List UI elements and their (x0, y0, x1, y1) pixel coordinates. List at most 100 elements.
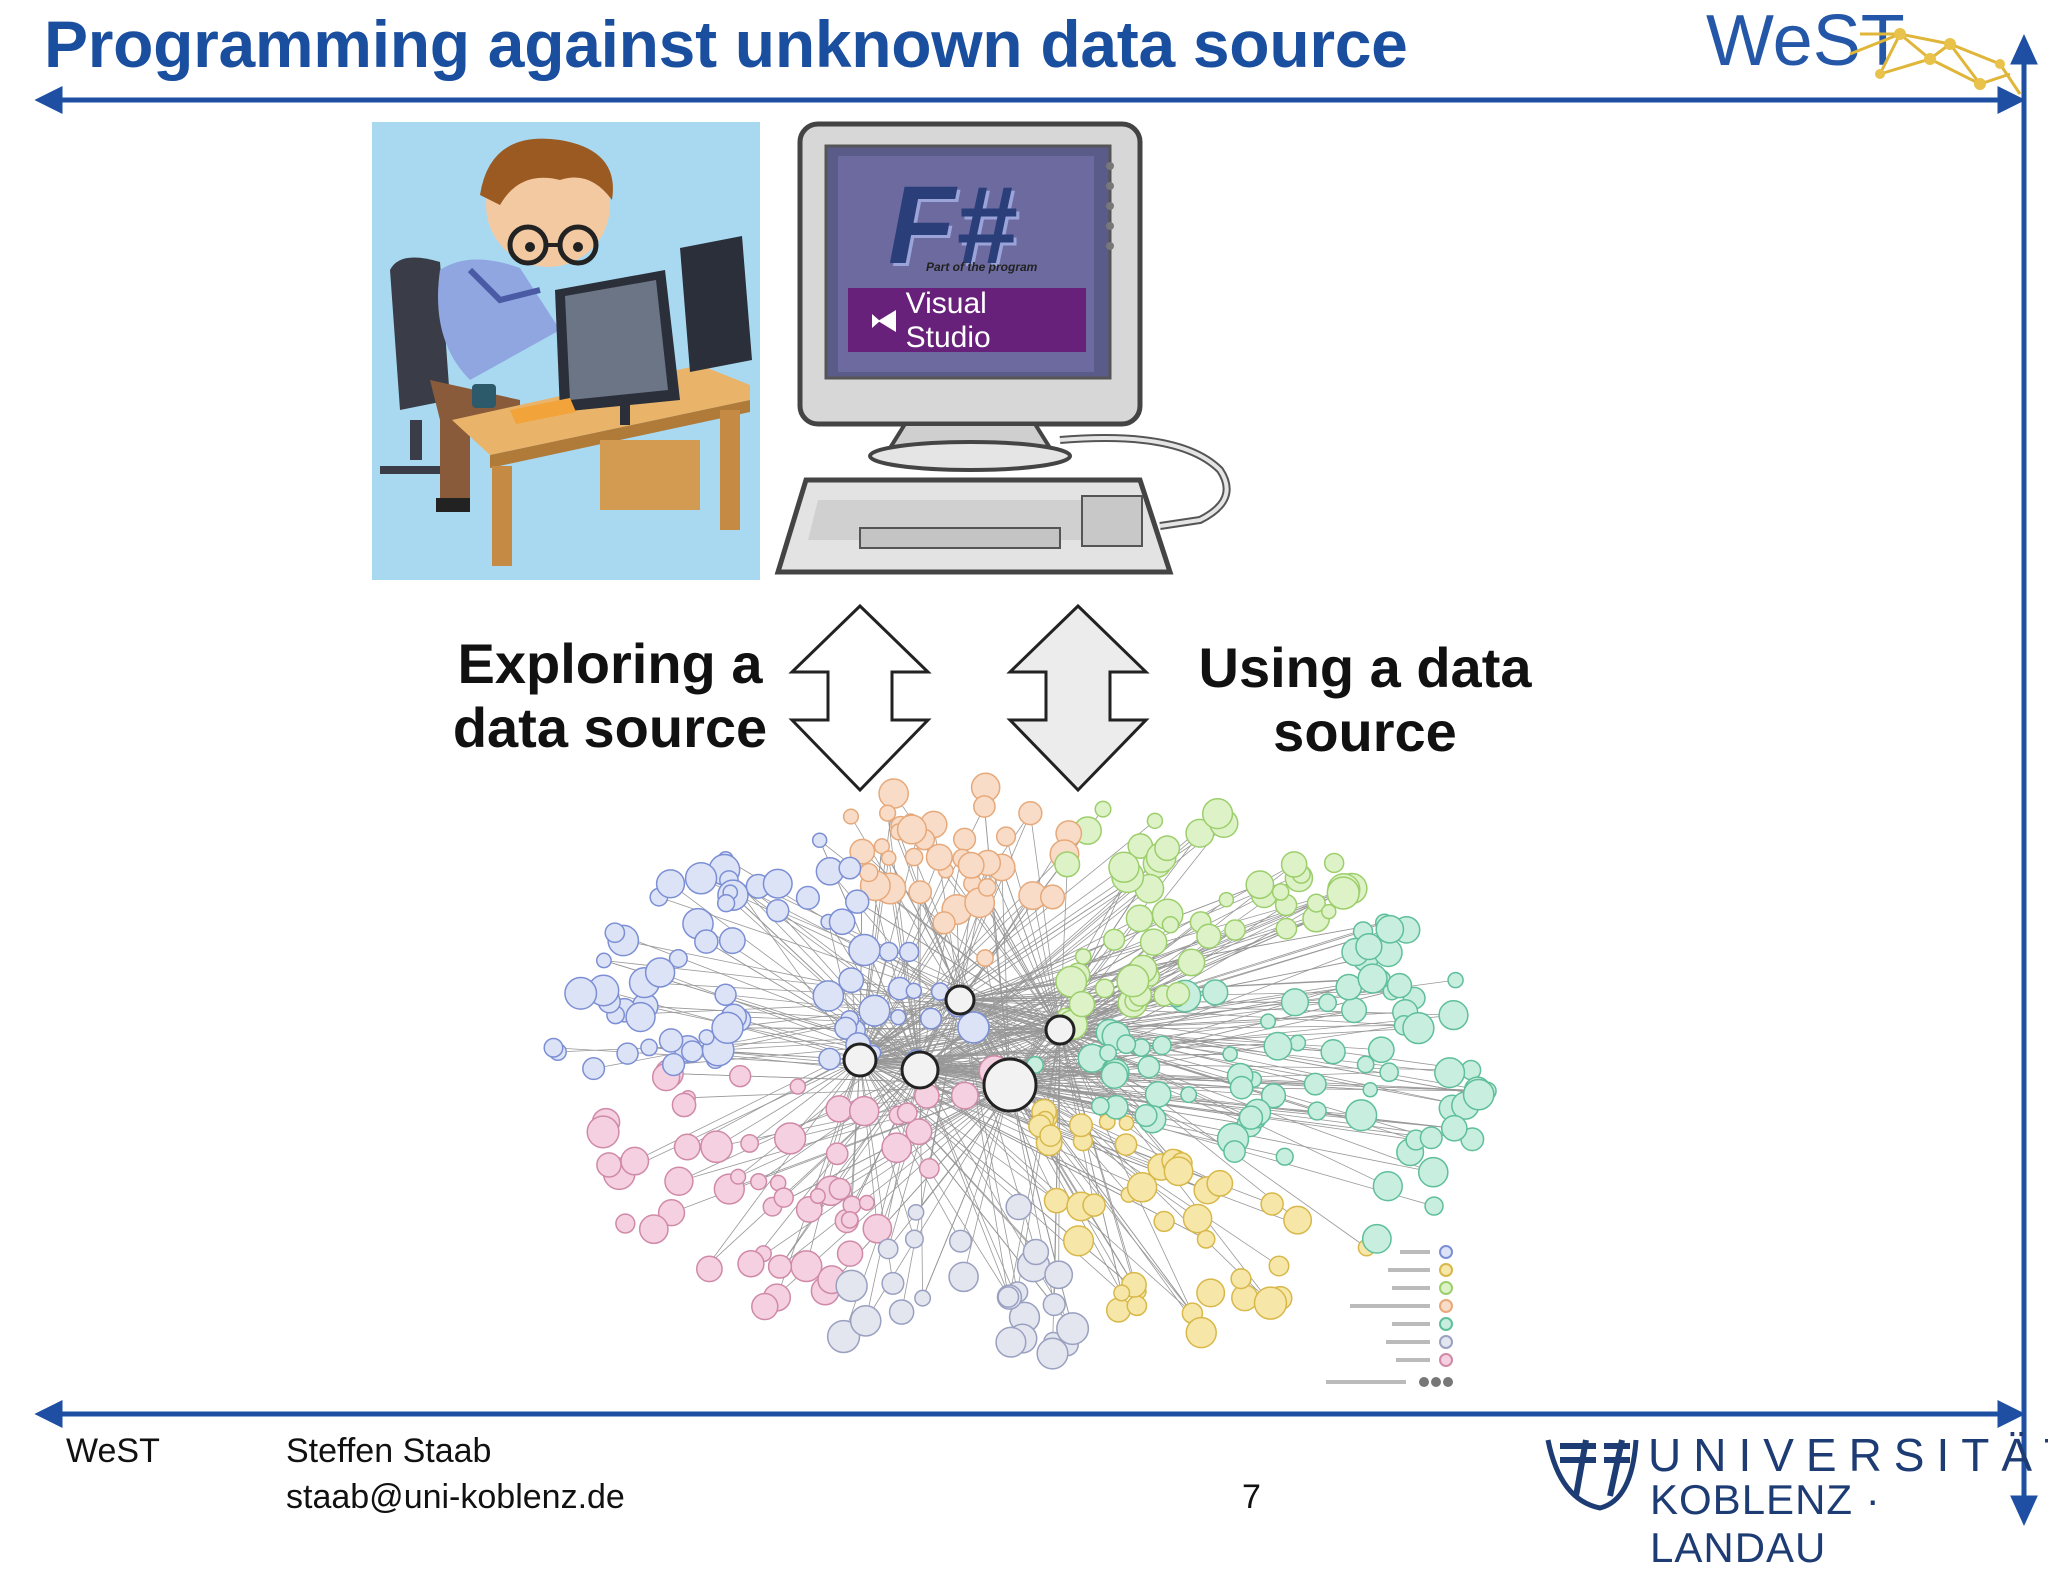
dataset-node (1207, 1171, 1232, 1196)
dataset-node (1186, 1318, 1216, 1348)
hub-dataset-node (984, 1059, 1036, 1111)
dataset-node (838, 1241, 863, 1266)
dataset-node (890, 1300, 914, 1324)
dataset-node (1095, 801, 1111, 817)
dataset-node (826, 1096, 852, 1122)
dataset-node (738, 1251, 764, 1277)
lod-legend (1326, 1246, 1453, 1387)
dataset-node (1040, 1125, 1061, 1146)
dataset-node (715, 984, 736, 1005)
dataset-node (977, 950, 993, 966)
dataset-node (1135, 1105, 1157, 1127)
dataset-node (1146, 1082, 1171, 1107)
dataset-node (617, 1043, 638, 1064)
footer-author: Steffen Staab (286, 1432, 491, 1471)
dataset-node (1376, 916, 1403, 943)
dataset-node (1308, 1102, 1326, 1120)
dataset-node (1327, 877, 1359, 909)
dataset-node (1261, 1193, 1283, 1215)
dataset-node (616, 1214, 635, 1233)
dataset-node (1155, 836, 1179, 860)
dataset-node (774, 1188, 793, 1207)
dataset-node (1239, 1106, 1262, 1129)
dataset-node (954, 828, 976, 850)
dataset-node (720, 928, 745, 953)
dataset-node (790, 1079, 805, 1094)
dataset-node (839, 857, 860, 878)
dataset-node (958, 852, 984, 878)
dataset-node (949, 1262, 978, 1291)
dataset-node (1197, 924, 1221, 948)
dataset-node (813, 981, 843, 1011)
dataset-node (1037, 1338, 1068, 1369)
dataset-node (1181, 1087, 1196, 1102)
dataset-node (1425, 1197, 1443, 1215)
dataset-node (1045, 1261, 1072, 1288)
dataset-node (1264, 1032, 1291, 1059)
dataset-node (565, 978, 597, 1010)
dataset-node (1284, 1206, 1311, 1233)
dataset-node (829, 909, 854, 934)
dataset-node (699, 1030, 714, 1045)
dataset-node (751, 1174, 767, 1190)
dataset-node (621, 1147, 648, 1174)
dataset-node (1223, 1047, 1237, 1061)
dataset-node (1203, 799, 1233, 829)
dataset-node (597, 1153, 621, 1177)
dataset-node (952, 1082, 978, 1108)
dataset-node (712, 1012, 743, 1043)
dataset-node (1044, 1189, 1068, 1213)
dataset-node (905, 848, 922, 865)
dataset-node (1197, 1231, 1214, 1248)
linked-data-cloud (544, 773, 1496, 1369)
dataset-node (879, 779, 908, 808)
dataset-node (882, 1273, 904, 1295)
dataset-node (1019, 802, 1042, 825)
dataset-node (544, 1038, 563, 1057)
dataset-node (1325, 853, 1344, 872)
dataset-node (1380, 1063, 1398, 1081)
dataset-node (829, 1179, 850, 1200)
dataset-node (878, 1239, 897, 1258)
dataset-node (851, 1306, 881, 1336)
dataset-node (1141, 929, 1167, 955)
dataset-node (1254, 1287, 1286, 1319)
dataset-node (958, 1012, 989, 1043)
dataset-node (657, 870, 685, 898)
visual-studio-icon (868, 306, 900, 336)
dataset-node (1276, 1148, 1293, 1165)
dataset-node (1420, 1127, 1442, 1149)
dataset-node (1282, 852, 1307, 877)
footer-org: WeST (66, 1432, 160, 1471)
hub-dataset-node (946, 986, 974, 1014)
dataset-node (1109, 852, 1139, 882)
dataset-node (1057, 1313, 1089, 1345)
dataset-node (1070, 1114, 1093, 1137)
dataset-node (730, 1066, 751, 1087)
dataset-node (1167, 982, 1190, 1005)
dataset-node (1369, 1037, 1394, 1062)
dataset-node (1225, 920, 1245, 940)
dataset-node (996, 1327, 1026, 1357)
dataset-node (675, 1134, 700, 1159)
label-exploring-data-source: Exploring a data source (440, 632, 780, 760)
dataset-node (775, 1123, 806, 1154)
dataset-node (900, 942, 919, 961)
dataset-node (1096, 979, 1114, 997)
dataset-node (1224, 1141, 1245, 1162)
dataset-node (1321, 1040, 1345, 1064)
dataset-node (998, 1287, 1018, 1307)
dataset-node (1230, 1076, 1252, 1098)
dataset-node (846, 890, 869, 913)
dataset-node (860, 864, 878, 882)
dataset-node (850, 1097, 879, 1126)
dataset-node (1419, 1158, 1448, 1187)
dataset-node (605, 923, 624, 942)
dataset-node (1358, 964, 1387, 993)
dataset-node (1183, 1204, 1211, 1232)
dataset-node (1388, 974, 1412, 998)
dataset-node (682, 1041, 703, 1062)
dataset-node (1164, 1157, 1192, 1185)
visual-studio-label: Visual Studio (906, 287, 1068, 355)
dataset-node (1104, 929, 1125, 950)
